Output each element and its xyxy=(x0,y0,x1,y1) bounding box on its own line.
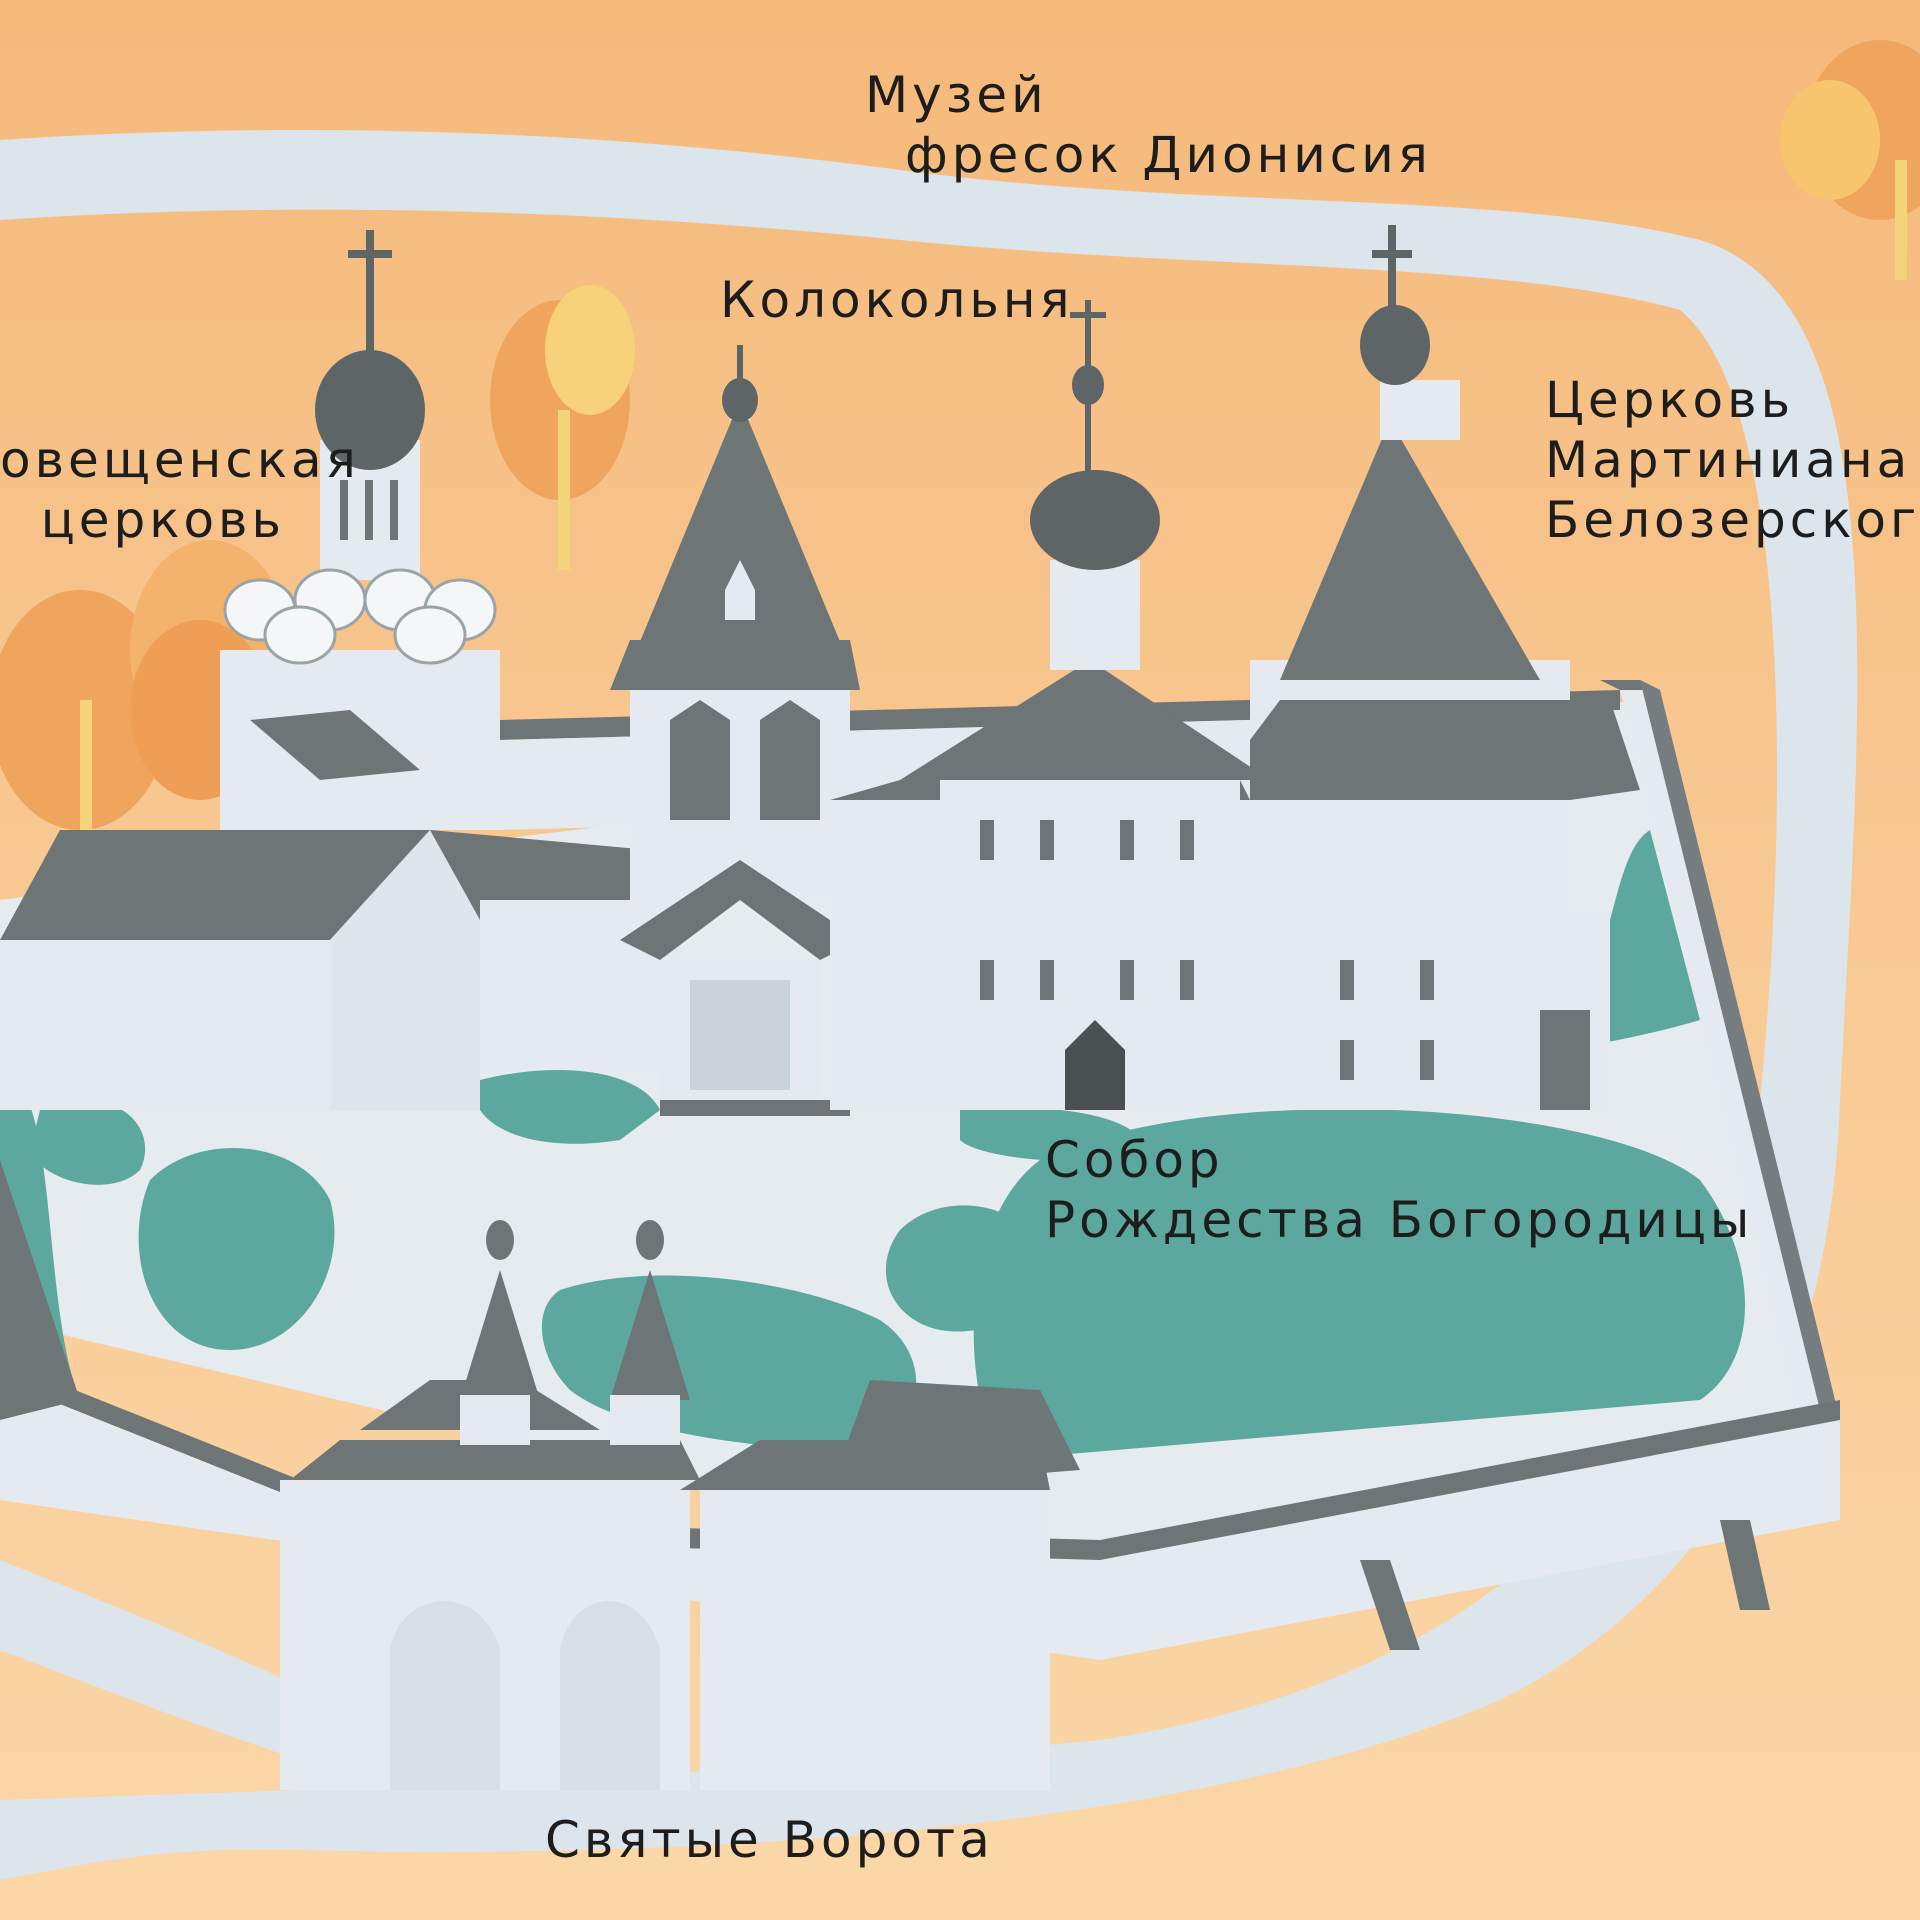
lawn-right xyxy=(973,1109,1745,1460)
label-belltower: Колокольня xyxy=(720,270,1074,330)
label-gates: Святые Ворота xyxy=(545,1810,994,1870)
lawn-left xyxy=(138,1147,335,1350)
refectory xyxy=(0,830,680,1110)
lawn-top-center xyxy=(480,1070,660,1144)
label-annunciation: овещенская церковь xyxy=(0,430,360,550)
martinian-church xyxy=(1250,225,1640,1110)
lawn-mid xyxy=(885,1205,1042,1332)
label-museum-line1: Музей xyxy=(865,66,1048,124)
buttress-2 xyxy=(1720,1520,1770,1610)
porch xyxy=(620,860,860,1116)
wall-left xyxy=(0,1160,80,1420)
holy-gates xyxy=(280,1220,1080,1790)
label-belltower-line1: Колокольня xyxy=(720,271,1074,329)
lawn-near-cathedral xyxy=(960,1107,1141,1161)
road xyxy=(0,130,1858,1880)
cathedral xyxy=(830,300,1270,1110)
tree-center xyxy=(490,285,635,570)
label-annunciation-line1: овещенская xyxy=(0,431,360,489)
bell-tower xyxy=(610,345,860,900)
tree-top-right xyxy=(1780,40,1920,280)
lawn-top-left xyxy=(30,1100,146,1185)
buttress-1 xyxy=(1360,1560,1420,1650)
label-cathedral: Собор Рождества Богородицы xyxy=(1045,1130,1753,1250)
label-martinian-line3: Белозерского xyxy=(1545,491,1920,549)
label-annunciation-line2: церковь xyxy=(40,491,285,549)
wall-right-edge xyxy=(1640,680,1840,1420)
label-gates-line1: Святые Ворота xyxy=(545,1811,994,1869)
label-museum: Музей фресок Дионисия xyxy=(865,65,1432,185)
label-martinian-line1: Церковь xyxy=(1545,371,1795,429)
label-museum-line2: фресок Дионисия xyxy=(905,126,1432,184)
label-cathedral-line2: Рождества Богородицы xyxy=(1045,1191,1754,1249)
label-cathedral-line1: Собор xyxy=(1045,1131,1224,1189)
road-left xyxy=(0,1560,330,1760)
label-martinian: Церковь Мартиниана Белозерского xyxy=(1545,370,1920,550)
annunciation-church xyxy=(220,230,500,830)
label-martinian-line2: Мартиниана xyxy=(1545,431,1912,489)
